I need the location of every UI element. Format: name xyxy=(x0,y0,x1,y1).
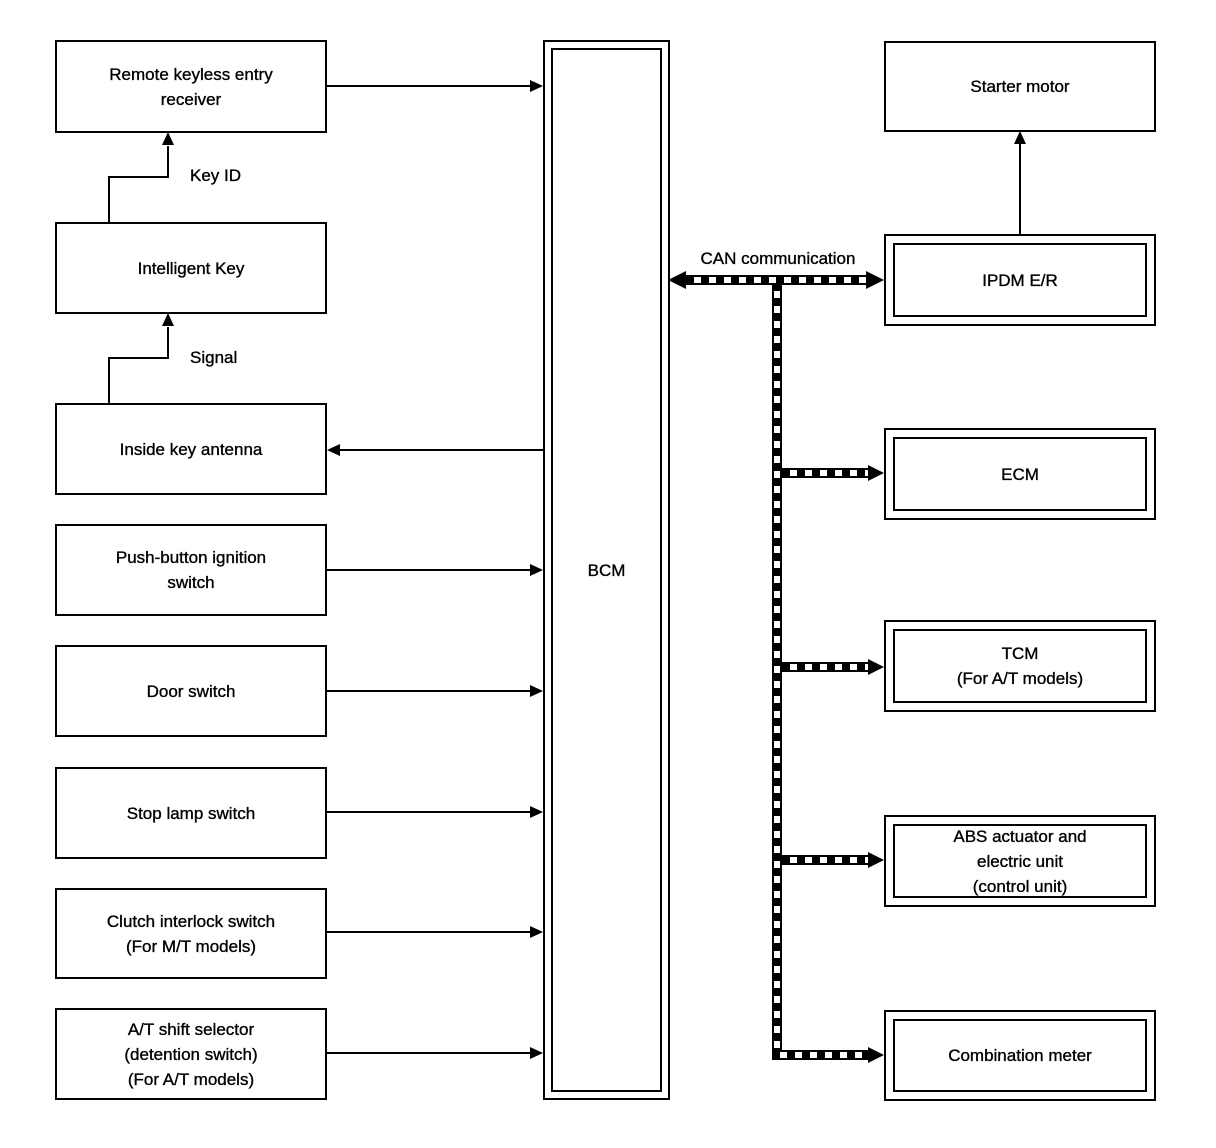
keyid-arrow-segment xyxy=(108,176,110,223)
signal-label: Signal xyxy=(190,348,238,367)
box-push-button-ignition-switch: Push-button ignition switch xyxy=(55,524,327,616)
arrowhead-right xyxy=(530,685,543,697)
box-remote-keyless-entry-receiver: Remote keyless entry receiver xyxy=(55,40,327,133)
can-branch-to-tcm xyxy=(782,662,868,672)
can-branch-to-combination-meter xyxy=(772,1050,868,1060)
can-bus-vertical xyxy=(772,283,782,1050)
signal-arrow-segment xyxy=(167,327,169,359)
box-bcm: BCM xyxy=(543,40,670,1100)
box-ipdm-er: IPDM E/R xyxy=(884,234,1156,326)
box-starter-motor: Starter motor xyxy=(884,41,1156,132)
signal-arrow-segment xyxy=(108,357,110,404)
can-arrowhead-right xyxy=(868,1047,884,1063)
ecm-label: ECM xyxy=(893,437,1147,511)
arrowhead-up xyxy=(162,313,174,326)
tcm-label: TCM (For A/T models) xyxy=(893,629,1147,703)
box-door-switch: Door switch xyxy=(55,645,327,737)
box-ecm: ECM xyxy=(884,428,1156,520)
arrowhead-right xyxy=(530,1047,543,1059)
can-bus-horizontal xyxy=(686,275,866,285)
arrow-ipdm-to-starter-motor xyxy=(1019,144,1021,234)
keyid-arrow-segment xyxy=(108,176,169,178)
arrowhead-up xyxy=(1014,131,1026,144)
arrow-clutch-interlock-to-bcm xyxy=(327,931,530,933)
box-at-shift-selector: A/T shift selector (detention switch) (F… xyxy=(55,1008,327,1100)
can-arrowhead-right xyxy=(868,852,884,868)
arrow-door-switch-to-bcm xyxy=(327,690,530,692)
box-stop-lamp-switch: Stop lamp switch xyxy=(55,767,327,859)
can-arrowhead-right xyxy=(868,465,884,481)
arrowhead-right xyxy=(530,80,543,92)
can-arrowhead-right xyxy=(866,271,884,289)
arrow-at-shift-selector-to-bcm xyxy=(327,1052,530,1054)
arrow-remote-keyless-to-bcm xyxy=(327,85,530,87)
can-arrowhead-right xyxy=(868,659,884,675)
arrow-push-button-to-bcm xyxy=(327,569,530,571)
arrowhead-left xyxy=(327,444,340,456)
box-intelligent-key: Intelligent Key xyxy=(55,222,327,314)
can-communication-label: CAN communication xyxy=(700,249,856,268)
arrow-bcm-to-inside-key-antenna xyxy=(340,449,543,451)
can-arrowhead-left xyxy=(668,271,686,289)
combination-meter-label: Combination meter xyxy=(893,1019,1147,1092)
signal-arrow-segment xyxy=(108,357,169,359)
box-abs-actuator: ABS actuator and electric unit (control … xyxy=(884,815,1156,907)
arrowhead-right xyxy=(530,806,543,818)
box-clutch-interlock-switch: Clutch interlock switch (For M/T models) xyxy=(55,888,327,979)
box-inside-key-antenna: Inside key antenna xyxy=(55,403,327,495)
abs-actuator-label: ABS actuator and electric unit (control … xyxy=(893,824,1147,898)
can-branch-to-ecm xyxy=(782,468,868,478)
arrowhead-up xyxy=(162,132,174,145)
box-tcm: TCM (For A/T models) xyxy=(884,620,1156,712)
arrowhead-right xyxy=(530,564,543,576)
bcm-label: BCM xyxy=(551,48,662,1092)
arrowhead-right xyxy=(530,926,543,938)
can-branch-to-abs xyxy=(782,855,868,865)
ipdm-er-label: IPDM E/R xyxy=(893,243,1147,317)
key-id-label: Key ID xyxy=(190,166,242,185)
box-combination-meter: Combination meter xyxy=(884,1010,1156,1101)
arrow-stop-lamp-to-bcm xyxy=(327,811,530,813)
keyid-arrow-segment xyxy=(167,146,169,178)
